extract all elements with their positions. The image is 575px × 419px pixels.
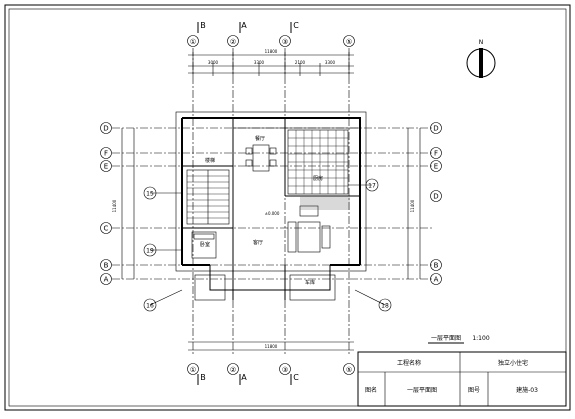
title-block-number-label: 图号 [468,387,480,394]
room-label-living: 客厅 [253,239,263,246]
grid-axis-left-3: E [104,163,108,171]
title-block: 工程名称 独立小住宅 图名 一层平面图 图号 建施-03 [357,351,567,407]
grid-axis-bottom-5: ⑤ [346,366,352,374]
room-label-garage: 车库 [305,279,315,286]
section-marker-bottom-3: C [293,373,299,382]
plan-title-scale: 1:100 [472,335,489,342]
dimension-top-total: 11800 [265,49,278,54]
grid-axis-right-4: D [433,193,438,201]
section-marker-bottom-1: B [200,373,206,382]
title-block-project-value: 独立小住宅 [498,359,528,367]
callout-16: 16 [146,303,154,310]
section-marker-top-3: C [293,21,299,30]
room-label-stair: 楼梯 [205,157,215,164]
grid-axis-bottom-3: ③ [282,366,288,374]
detail-callouts: 15 16 17 18 19 [143,178,392,312]
callout-19: 19 [146,248,154,255]
title-block-drawing-value: 一层平面图 [407,387,437,394]
sheet-inner-border [8,8,567,407]
grid-axis-left-6: A [104,276,109,284]
bed [191,231,217,259]
watermark-mark [300,196,350,210]
callout-15: 15 [146,191,154,198]
room-label-kitchen: 厨房 [313,175,323,182]
building-walls [175,111,367,301]
grid-axis-right-1: D [433,125,438,133]
dimension-top-seg-1: 3000 [208,60,219,65]
grid-axis-right-6: A [434,276,439,284]
grid-axis-left-5: B [104,262,109,270]
grid-axis-right-2: F [434,150,438,158]
grid-bubbles-right: D F E D B A 11400 [407,122,442,285]
dimension-right-total: 11400 [410,199,415,212]
grid-lines-vertical [192,48,350,355]
grid-axis-bottom-1: ① [190,366,196,374]
grid-axis-left-4: C [104,225,109,233]
grid-axis-left-2: F [104,150,108,158]
grid-lines-horizontal [112,127,432,280]
kitchen-tile-hatch [287,129,349,195]
section-marker-top-1: B [200,21,206,30]
north-arrow-icon: N [466,39,496,78]
dimension-top-seg-4: 3300 [325,60,336,65]
room-label-dining: 餐厅 [255,135,265,142]
grid-axis-left-1: D [103,125,108,133]
room-labels: 客厅 餐厅 厨房 卧室 楼梯 车库 ±0.000 [200,135,323,286]
room-label-bedroom: 卧室 [200,241,210,248]
title-block-project-label: 工程名称 [397,359,421,367]
section-marker-top-2: A [241,21,247,30]
callout-18: 18 [381,303,389,310]
grid-axis-bottom-2: ② [230,366,236,374]
grid-bubbles-top: B A C ① ② ③ ⑤ [187,21,355,47]
dimension-left-total: 11400 [112,199,117,212]
grid-axis-top-5: ⑤ [346,38,352,46]
title-block-number-value: 建施-03 [516,386,538,394]
grid-bubbles-bottom: 11800 ① ② ③ ⑤ B A C [187,341,355,385]
callout-17: 17 [368,183,376,190]
dimension-top-seg-2: 3300 [254,60,265,65]
grid-axis-right-5: B [434,262,439,270]
stair [186,169,230,225]
dimension-top-seg-3: 2100 [295,60,306,65]
grid-bubbles-left: D F E C B A 11400 [100,122,135,285]
plan-title-name: 一层平面图 [431,335,461,342]
sofa-set [287,205,331,253]
floor-level-mark: ±0.000 [265,211,280,216]
dimension-top: 11800 3000 3300 2100 3300 [188,49,354,76]
grid-axis-top-1: ① [190,38,196,46]
plan-title: 一层平面图 1:100 [428,335,490,344]
title-block-drawing-label: 图名 [365,386,377,394]
dining-table [245,144,277,172]
dimension-bottom-total: 11800 [265,344,278,349]
grid-axis-right-3: E [434,163,438,171]
sheet-border [4,4,571,411]
grid-axis-top-3: ③ [282,38,288,46]
grid-axis-top-2: ② [230,38,236,46]
north-label: N [479,39,484,46]
section-marker-bottom-2: A [241,373,247,382]
